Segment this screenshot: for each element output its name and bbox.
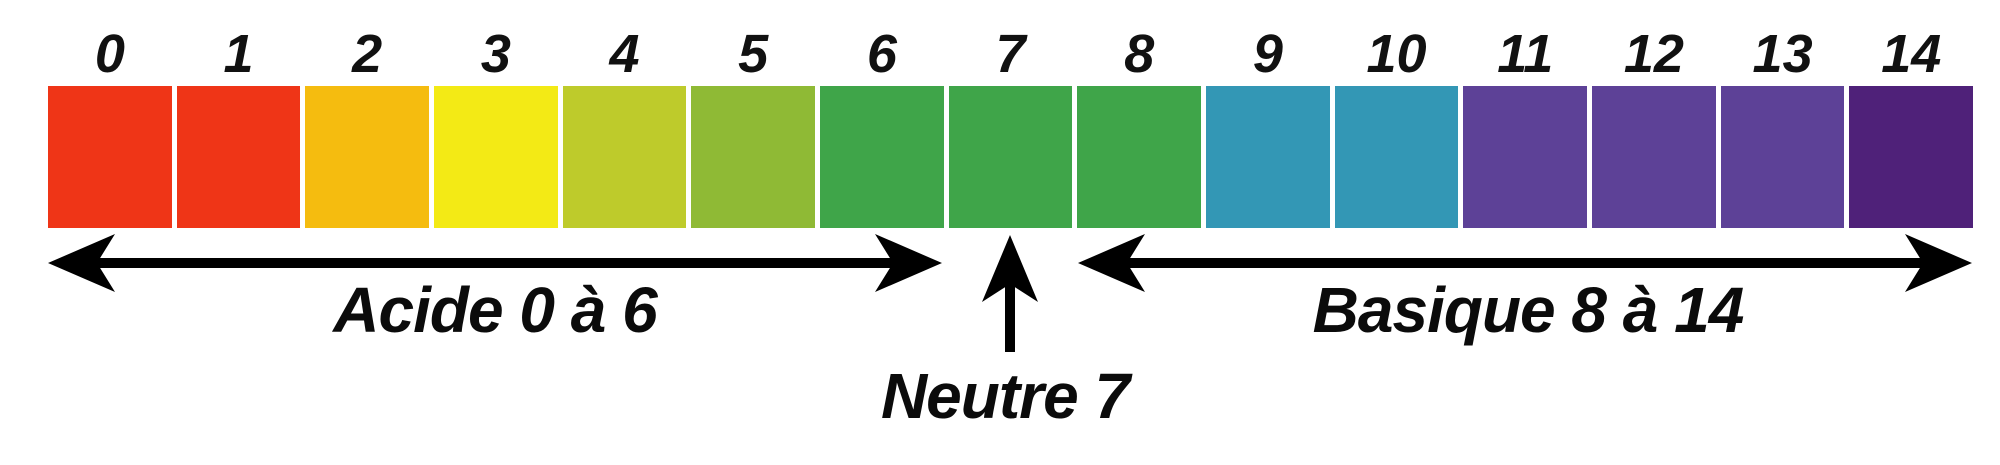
- ph-cell: 6: [820, 0, 944, 228]
- ph-cell-number: 10: [1366, 24, 1427, 84]
- ph-cell: 11: [1463, 0, 1588, 228]
- ph-cell-number: 9: [1252, 24, 1283, 84]
- acid-range-arrow: [48, 234, 942, 292]
- ph-cell-swatch: [48, 86, 172, 228]
- ph-cell: 14: [1849, 0, 1974, 228]
- basic-range-label: Basique 8 à 14: [1312, 274, 1745, 346]
- ph-cell-swatch: [562, 86, 687, 228]
- basic-range-arrow: [1078, 234, 1972, 292]
- arrow-left-head-icon: [48, 234, 115, 292]
- ph-cell-number: 0: [94, 24, 125, 84]
- ph-cell: 7: [948, 0, 1073, 228]
- ph-cell: 8: [1077, 0, 1202, 228]
- ph-cell-number: 7: [995, 24, 1026, 84]
- ph-cell-swatch: [820, 86, 944, 228]
- ph-cell-number: 14: [1881, 24, 1942, 84]
- ph-cell-swatch: [1463, 86, 1588, 228]
- ph-cell-number: 8: [1124, 24, 1155, 84]
- ph-cell: 13: [1720, 0, 1845, 228]
- ph-cell-number: 2: [352, 24, 383, 84]
- ph-cell-swatch: [1849, 86, 1974, 228]
- arrow-up-head-icon: [982, 235, 1038, 302]
- ph-cell: 12: [1592, 0, 1716, 228]
- ph-cell-swatch: [176, 86, 301, 228]
- neutral-pointer-arrow: [982, 235, 1038, 352]
- ph-cell-swatch: [1334, 86, 1459, 228]
- ph-cell-swatch: [691, 86, 816, 228]
- ph-cell: 4: [562, 0, 687, 228]
- ph-cell-number: 3: [480, 24, 511, 84]
- ph-cell: 10: [1334, 0, 1459, 228]
- annotation-arrows-layer: [48, 234, 1972, 352]
- ph-cell: 5: [691, 0, 816, 228]
- ph-cell-number: 13: [1752, 24, 1813, 84]
- ph-cell-number: 1: [223, 24, 254, 84]
- ph-cell-swatch: [305, 86, 430, 228]
- ph-cell-number: 5: [738, 24, 769, 84]
- ph-cell-swatch: [1592, 86, 1716, 228]
- ph-cell: 0: [48, 0, 172, 228]
- ph-cell-swatch: [434, 86, 558, 228]
- ph-cell-number: 11: [1497, 24, 1554, 84]
- arrow-left-head-icon: [1078, 234, 1145, 292]
- arrow-right-head-icon: [875, 234, 942, 292]
- ph-cell-number: 12: [1623, 24, 1684, 84]
- ph-cell: 9: [1206, 0, 1330, 228]
- neutral-label: Neutre 7: [880, 360, 1130, 432]
- ph-cell-swatch: [1206, 86, 1330, 228]
- ph-cell: 3: [434, 0, 558, 228]
- ph-cell-number: 6: [866, 24, 897, 84]
- ph-cell-swatch: [1077, 86, 1202, 228]
- arrow-right-head-icon: [1905, 234, 1972, 292]
- acid-range-label: Acide 0 à 6: [333, 274, 657, 346]
- ph-cell: 1: [176, 0, 301, 228]
- ph-cell: 2: [305, 0, 430, 228]
- ph-cell-number: 4: [609, 24, 640, 84]
- ph-cell-swatch: [948, 86, 1073, 228]
- ph-cell-swatch: [1720, 86, 1845, 228]
